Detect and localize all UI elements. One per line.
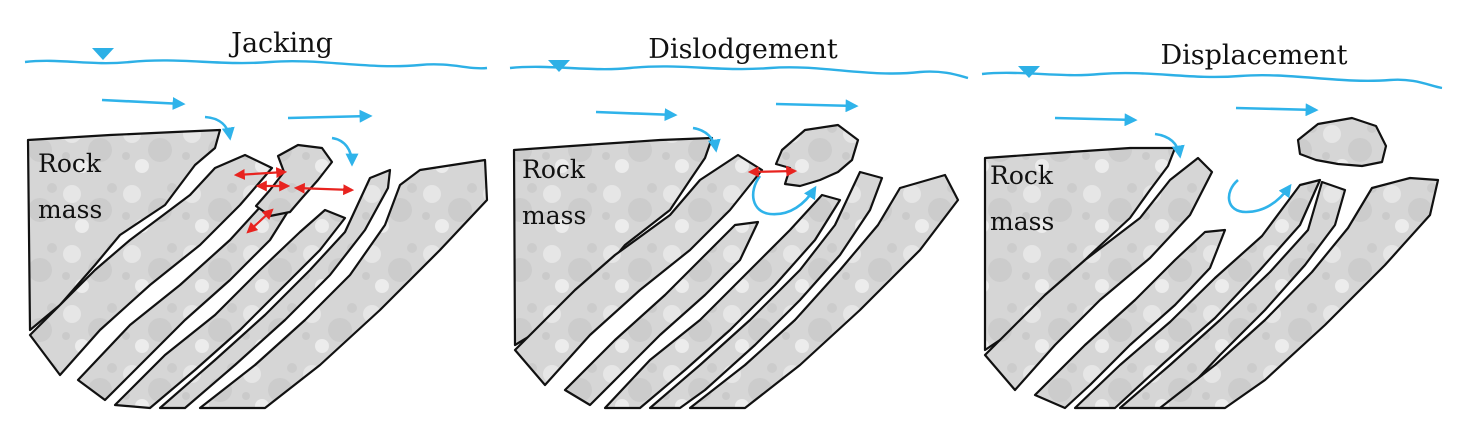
rock-label-line2: mass (522, 201, 586, 230)
rock-slab (198, 158, 489, 410)
flow-curve-arrow (204, 115, 235, 141)
displaced-rock-block (1296, 116, 1388, 168)
flow-arrow (595, 108, 678, 122)
rock-slab (688, 173, 960, 410)
panel-displacement: Displacement Rock mass (981, 40, 1443, 410)
uplift-flow-arrow (751, 175, 817, 216)
flow-arrow (1235, 103, 1319, 117)
flow-curve-arrow (692, 126, 721, 153)
panel-dislodgement: Dislodgement Rock mass (509, 34, 969, 410)
panel-title: Dislodgement (648, 34, 838, 65)
rock-slab (158, 168, 392, 410)
rock-slab (113, 208, 347, 410)
rock-label-line1: Rock (990, 161, 1054, 190)
panel-jacking: Jacking Rock mass (24, 28, 489, 410)
force-arrow (747, 165, 798, 178)
force-arrow (233, 167, 288, 180)
panel-title: Displacement (1160, 40, 1347, 71)
rock-slab (563, 220, 760, 407)
water-level-icon (1018, 66, 1040, 78)
rock-slab (1033, 228, 1227, 410)
water-level-icon (548, 60, 570, 72)
loose-rock-block (254, 143, 334, 218)
flow-arrow (287, 109, 373, 123)
rock-label-line2: mass (990, 207, 1054, 236)
rock-slab (983, 156, 1214, 392)
water-surface-line (509, 65, 969, 80)
rock-label-line1: Rock (38, 149, 102, 178)
loose-rock-block (774, 123, 860, 188)
uplift-flow-arrow (1227, 179, 1292, 214)
flow-arrow (1054, 113, 1138, 127)
flow-arrow (775, 99, 859, 113)
rock-slab (648, 170, 884, 410)
water-surface-line (24, 59, 488, 70)
flow-curve-arrow (1154, 132, 1185, 159)
rock-label-line1: Rock (522, 155, 586, 184)
flow-arrow (101, 96, 186, 110)
water-level-icon (92, 48, 114, 60)
panel-title: Jacking (228, 28, 333, 59)
force-arrow (246, 208, 274, 234)
rock-slab (1073, 178, 1322, 410)
rock-label-line2: mass (38, 195, 102, 224)
force-arrow (293, 182, 355, 196)
flow-curve-arrow (331, 136, 359, 167)
rock-slab (1158, 176, 1440, 410)
rock-slab (603, 193, 842, 410)
water-surface-line (981, 71, 1443, 90)
rock-slab (1118, 180, 1347, 410)
